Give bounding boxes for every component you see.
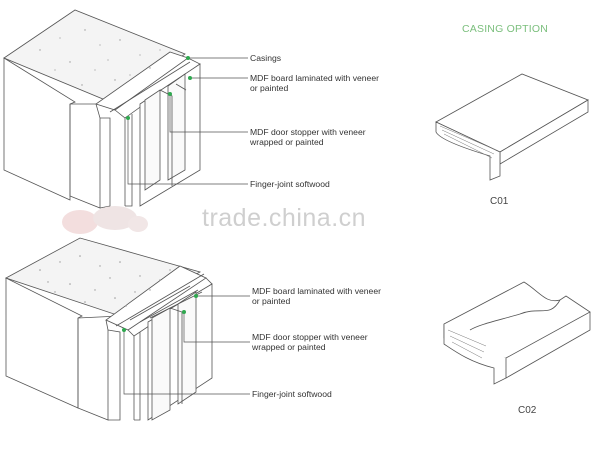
bottom-label-softwood: Finger-joint softwood xyxy=(252,389,332,399)
top-jamb xyxy=(124,114,133,207)
top-label-casings: Casings xyxy=(250,53,282,63)
top-label-softwood: Finger-joint softwood xyxy=(250,179,330,189)
top-markers xyxy=(126,56,192,120)
top-label-mdf-board: MDF board laminated with veneer or paint… xyxy=(250,73,379,93)
casing-c01-end xyxy=(435,121,501,181)
casing-code-c01: C01 xyxy=(490,196,509,207)
casing-option-title: CASING OPTION xyxy=(462,23,549,35)
watermark-text: trade.china.cn xyxy=(202,204,367,232)
bottom-label-door-stopper: MDF door stopper with veneer wrapped or … xyxy=(252,332,368,352)
top-label-door-stopper: MDF door stopper with veneer wrapped or … xyxy=(250,127,366,147)
bottom-label-mdf-board: MDF board laminated with veneer or paint… xyxy=(252,286,381,306)
watermark-logo xyxy=(62,206,148,234)
bottom-markers xyxy=(122,294,198,332)
casing-code-c02: C02 xyxy=(518,405,537,416)
bottom-jamb xyxy=(133,332,141,421)
